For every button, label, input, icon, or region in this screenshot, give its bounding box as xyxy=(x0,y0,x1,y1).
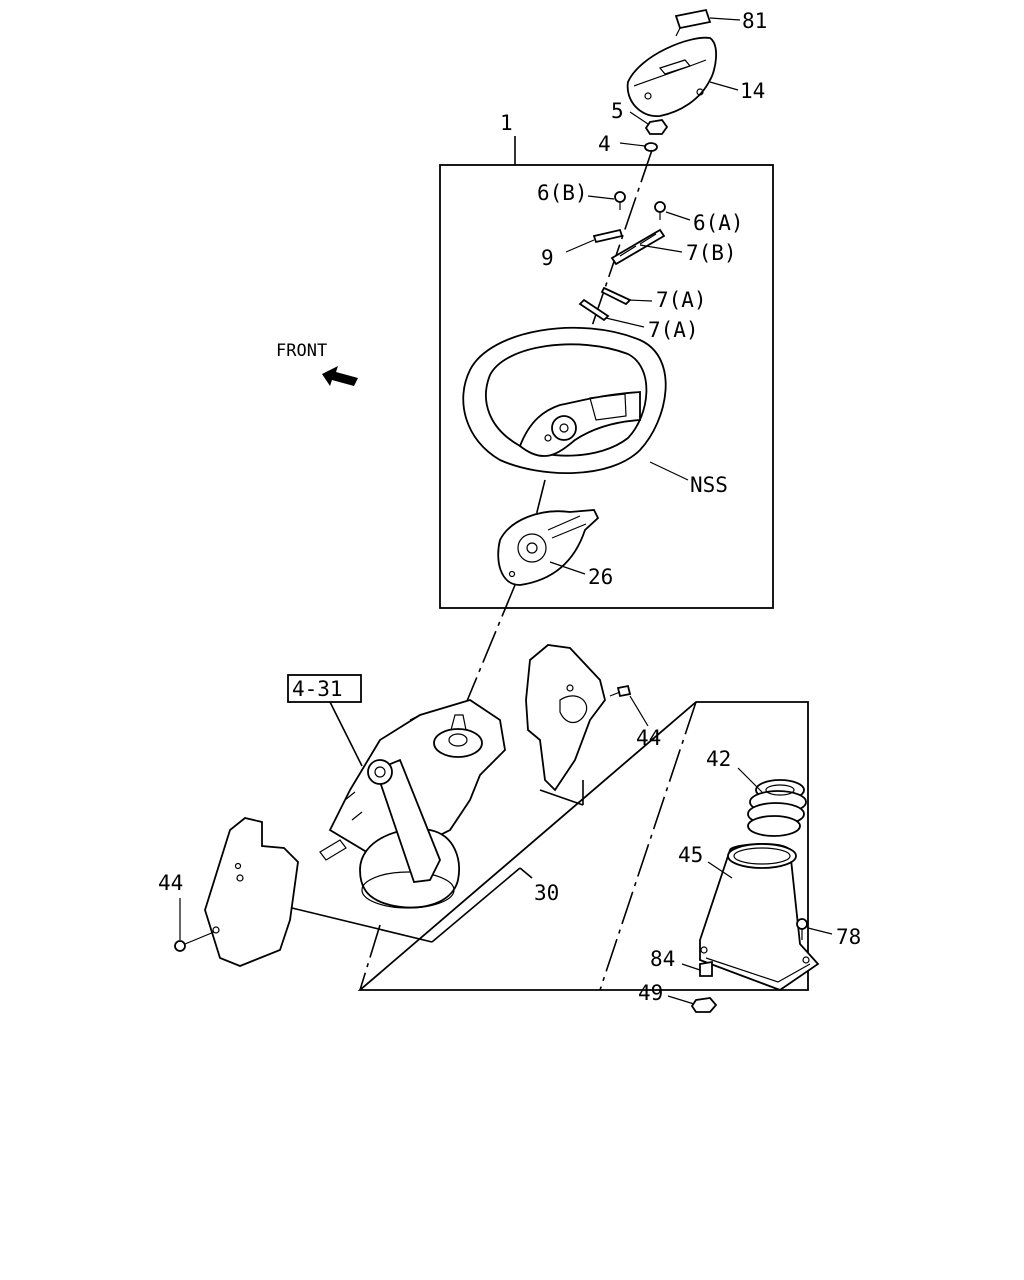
clip-part-84 xyxy=(699,960,713,977)
plate-part-9 xyxy=(592,228,624,244)
boot-part-42 xyxy=(747,779,807,837)
label-30: 30 xyxy=(534,881,559,905)
label-78: 78 xyxy=(836,925,861,949)
label-nss: NSS xyxy=(690,473,728,497)
label-49: 49 xyxy=(638,981,663,1005)
screw-part-6b xyxy=(614,191,626,210)
screw-part-78 xyxy=(796,918,808,940)
steering-wheel-nss xyxy=(462,326,667,475)
washer-part-4 xyxy=(644,142,658,152)
bolt-part-44-left xyxy=(174,931,215,952)
label-7a-upper: 7(A) xyxy=(656,288,707,312)
label-45: 45 xyxy=(678,843,703,867)
label-9: 9 xyxy=(541,246,554,270)
label-1: 1 xyxy=(500,111,513,135)
front-label: FRONT xyxy=(276,341,327,361)
horn-cover-part-14 xyxy=(626,36,717,117)
front-arrow-icon xyxy=(322,366,358,386)
shift-boot-box xyxy=(357,701,809,991)
label-5: 5 xyxy=(611,99,624,123)
column-cover-upper xyxy=(525,644,606,792)
label-26: 26 xyxy=(588,565,613,589)
column-cover-lower xyxy=(204,817,299,967)
contact-part-7b xyxy=(610,228,666,266)
label-42: 42 xyxy=(706,747,731,771)
combination-switch-part-26 xyxy=(497,509,600,586)
label-6a: 6(A) xyxy=(693,211,744,235)
label-81: 81 xyxy=(742,9,767,33)
label-7a-lower: 7(A) xyxy=(648,318,699,342)
steering-wheel-assembly-box xyxy=(439,164,774,609)
nut-part-5 xyxy=(644,119,669,135)
label-4-31: 4-31 xyxy=(292,677,343,701)
steering-column-assembly xyxy=(319,699,506,909)
label-6b: 6(B) xyxy=(537,181,588,205)
nut-part-49 xyxy=(690,997,718,1013)
emblem-part-81 xyxy=(674,8,712,37)
reference-box-4-31[interactable]: 4-31 xyxy=(287,674,362,703)
label-4: 4 xyxy=(598,132,611,156)
spring-part-7a-lower xyxy=(578,298,610,322)
boot-holder-part-45 xyxy=(699,843,820,992)
label-14: 14 xyxy=(740,79,765,103)
label-84: 84 xyxy=(650,947,675,971)
label-7b: 7(B) xyxy=(686,241,737,265)
label-44-right: 44 xyxy=(636,726,661,750)
screw-part-6a xyxy=(654,201,666,220)
spring-part-7a-upper xyxy=(600,286,632,306)
label-44-left: 44 xyxy=(158,871,183,895)
bolt-part-44-right xyxy=(609,684,632,698)
